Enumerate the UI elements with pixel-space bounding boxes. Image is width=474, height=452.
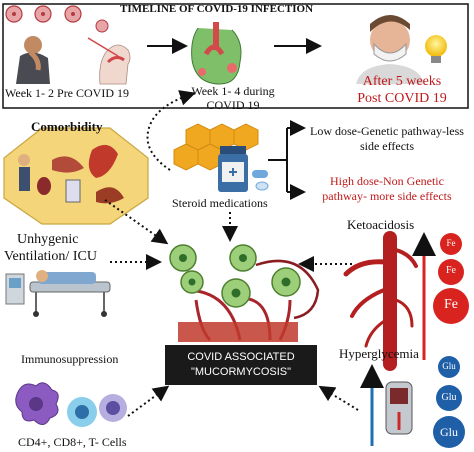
comorbidity-label: Comorbidity — [31, 119, 103, 134]
ventilation-label-line2: Ventilation/ ICU — [4, 249, 97, 264]
steroids-label: Steroid medications — [172, 196, 268, 210]
lightbulb-icon — [425, 35, 447, 63]
stage3-label-line1: After 5 weeks — [362, 74, 442, 89]
center-box-line2: "MUCORMYCOSIS" — [190, 366, 292, 378]
immune-cells-icon — [15, 382, 127, 427]
dose-branch-arrows — [268, 120, 306, 200]
center-box-line1: COVID ASSOCIATED — [187, 351, 295, 363]
high-dose-label-line2: pathway- more side effects — [322, 189, 452, 203]
hyperglycemia-label: Hyperglycemia — [339, 346, 419, 361]
icu-bed-icon — [5, 270, 111, 317]
hexagon-cluster — [173, 123, 259, 171]
glucose-circle-2 — [436, 385, 462, 411]
low-dose-label-line1: Low dose-Genetic pathway-less — [310, 124, 464, 138]
glucose-circle-1 — [438, 356, 460, 378]
blood-vessel-icon — [343, 231, 418, 371]
iron-label-2: Fe — [446, 265, 456, 276]
ventilation-label-line1: Unhygenic — [17, 232, 79, 247]
ketoacidosis-label: Ketoacidosis — [347, 217, 415, 232]
timeline-title: TIMELINE OF COVID-19 INFECTION — [120, 3, 314, 15]
glucometer-icon — [360, 364, 413, 446]
comorbidity-icons — [18, 144, 124, 204]
virus-icons — [5, 5, 82, 23]
iron-circle-1 — [440, 233, 462, 255]
stage2-label-line2: COVID 19 — [206, 98, 260, 112]
low-dose-label-line2: side effects — [359, 139, 415, 153]
iron-circle-2 — [438, 259, 464, 285]
iron-label-3: Fe — [444, 297, 458, 312]
cells-label: CD4+, CD8+, T- Cells — [18, 435, 127, 449]
high-dose-label-line1: High dose-Non Genetic — [330, 174, 444, 188]
iron-label-1: Fe — [446, 238, 456, 248]
throat-swab-icon — [87, 19, 131, 85]
glucose-circle-3 — [433, 416, 465, 448]
infected-lungs-icon — [191, 22, 242, 85]
medicine-bottle-icon — [218, 146, 269, 192]
factor-arrows — [104, 199, 359, 417]
timeline-frame — [2, 3, 469, 109]
sick-person-icon — [16, 36, 50, 84]
iron-circle-3 — [433, 288, 469, 324]
mucor-fungus-cluster — [169, 244, 320, 342]
center-box — [165, 345, 317, 385]
immunosuppression-label: Immunosuppression — [21, 352, 119, 366]
stage2-label-line1: Week 1- 4 during — [191, 84, 275, 98]
masked-person-icon — [356, 15, 424, 84]
glucose-label-3: Glu — [440, 425, 458, 439]
stage3-label-line2: Post COVID 19 — [357, 91, 447, 106]
glucose-label-1: Glu — [442, 361, 456, 371]
glucose-label-2: Glu — [441, 392, 457, 403]
stage1-label: Week 1- 2 Pre COVID 19 — [5, 86, 130, 100]
